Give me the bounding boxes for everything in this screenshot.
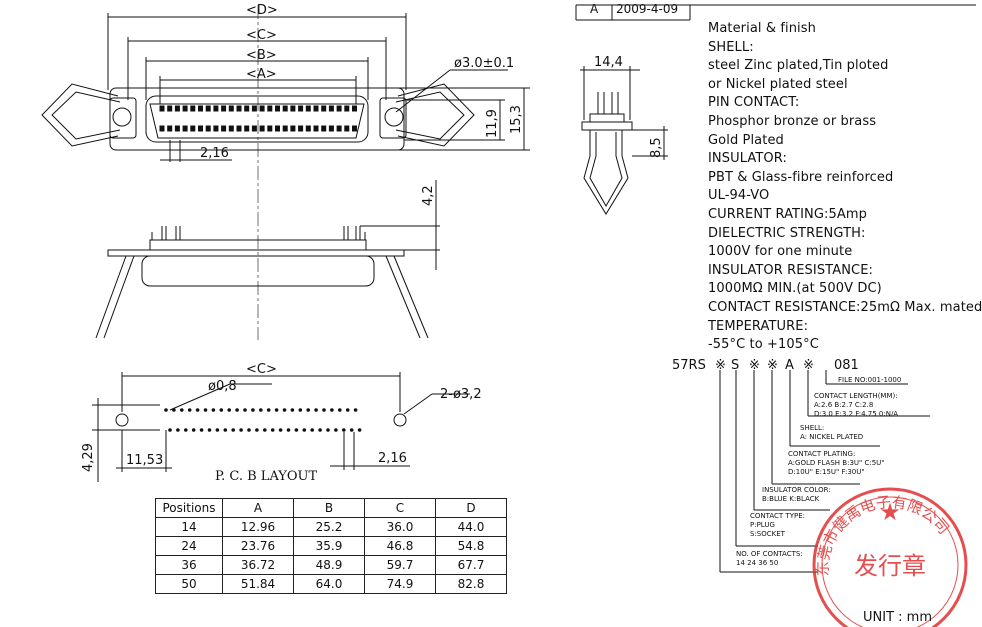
- part-code-label: D:3.0 E:3.2 F:4.75 0:N/A: [814, 410, 898, 418]
- part-code-label: A:GOLD FLASH B:3U" C:5U": [788, 459, 885, 467]
- part-code-prefix: 57RS: [672, 358, 706, 373]
- part-code-char: ※: [767, 358, 778, 373]
- part-code-label: SHELL:: [800, 424, 824, 432]
- part-code-label: 14 24 36 50: [736, 559, 778, 567]
- stamp-center-text: 发行章: [854, 552, 926, 580]
- part-code-label: A:2.6 B:2.7 C:2.8: [814, 401, 873, 409]
- dim-tail: 4,2: [421, 185, 436, 206]
- dim-height-outer: 15,3: [509, 105, 524, 134]
- table-cell: 74.9: [364, 574, 436, 594]
- dim-pcb-pin: ø0,8: [208, 379, 237, 394]
- dim-pin-length: 8,5: [649, 137, 664, 158]
- spec-line: PBT & Glass-fibre reinforced: [708, 169, 894, 185]
- spec-line: 1000MΩ MIN.(at 500V DC): [708, 281, 882, 297]
- table-cell: 46.8: [364, 536, 436, 556]
- part-code-label: A: NICKEL PLATED: [800, 433, 863, 441]
- part-code-suffix: 081: [834, 358, 859, 373]
- table-cell: 59.7: [364, 555, 436, 575]
- spec-line: PIN CONTACT:: [708, 95, 800, 111]
- spec-line: or Nickel plated steel: [708, 76, 848, 92]
- part-code-label: D:10U" E:15U" F:30U": [788, 468, 865, 476]
- company-seal: 东莞市健禹电子有限公司 发行章 ★: [812, 487, 968, 627]
- dim-side-width: 14,4: [594, 55, 623, 70]
- spec-line: CONTACT RESISTANCE:25mΩ Max. mated: [708, 299, 982, 315]
- dim-hole: ø3.0±0.1: [454, 56, 514, 71]
- table-cell: 24: [155, 536, 223, 556]
- table-cell: 54.8: [435, 536, 507, 556]
- spec-line: Phosphor bronze or brass: [708, 113, 877, 129]
- part-code-label: NO. OF CONTACTS:: [736, 550, 803, 558]
- dim-pcb-pitch: 2,16: [378, 451, 407, 466]
- spec-line: TEMPERATURE:: [708, 318, 809, 334]
- dim-pitch: 2,16: [200, 146, 229, 161]
- spec-line: -55°C to +105°C: [708, 337, 819, 353]
- revision-date: 2009-4-09: [616, 2, 679, 16]
- spec-line: Gold Plated: [708, 132, 784, 148]
- revision-letter: A: [590, 2, 599, 16]
- table-cell: 36.72: [222, 555, 294, 575]
- part-code-char: ※: [749, 358, 760, 373]
- part-code-label: INSULATOR COLOR:: [762, 486, 831, 494]
- svg-text:★: ★: [879, 498, 901, 526]
- part-code-char: S: [731, 358, 739, 373]
- part-code-label: FILE NO:001-1000: [838, 376, 901, 384]
- dim-d: <D>: [246, 3, 278, 18]
- part-code-label: CONTACT TYPE:: [750, 512, 805, 520]
- dim-pcb-row: 4,29: [81, 443, 96, 472]
- table-cell: 64.0: [293, 574, 365, 594]
- spec-line: CURRENT RATING:5Amp: [708, 206, 867, 222]
- dim-pcb-holes: 2-ø3,2: [440, 387, 482, 402]
- table-cell: 44.0: [435, 517, 507, 537]
- spec-line: INSULATOR:: [708, 151, 787, 167]
- spec-line: steel Zinc plated,Tin ploted: [708, 58, 889, 74]
- table-cell: 14: [155, 517, 223, 537]
- part-code-label: CONTACT PLATING:: [788, 450, 855, 458]
- table-cell: 50: [155, 574, 223, 594]
- pcb-layout-title: P. C. B LAYOUT: [215, 469, 318, 484]
- table-cell: C: [364, 498, 436, 518]
- dim-pcb-offset: 11,53: [126, 453, 163, 468]
- spec-line: Material & finish: [708, 21, 816, 36]
- part-code-char: A: [785, 358, 794, 373]
- dim-b: <B>: [246, 48, 277, 63]
- table-cell: 36.0: [364, 517, 436, 537]
- dim-height-inner: 11,9: [485, 109, 500, 138]
- unit-label: UNIT : mm: [863, 610, 932, 625]
- spec-line: UL-94-VO: [708, 188, 770, 204]
- table-cell: 23.76: [222, 536, 294, 556]
- table-cell: 82.8: [435, 574, 507, 594]
- table-cell: 12.96: [222, 517, 294, 537]
- part-code-label: B:BLUE K:BLACK: [762, 495, 820, 503]
- dim-c: <C>: [246, 28, 277, 43]
- table-cell: Positions: [155, 498, 223, 518]
- table-cell: 35.9: [293, 536, 365, 556]
- part-code-label: S:SOCKET: [750, 530, 786, 538]
- dim-a: <A>: [246, 67, 277, 82]
- part-code-char: ※: [715, 358, 726, 373]
- part-code-label: P:PLUG: [750, 521, 775, 529]
- table-cell: 48.9: [293, 555, 365, 575]
- table-cell: 36: [155, 555, 223, 575]
- table-cell: A: [222, 498, 294, 518]
- table-cell: 51.84: [222, 574, 294, 594]
- dim-pcb-c: <C>: [246, 362, 277, 377]
- table-cell: 25.2: [293, 517, 365, 537]
- spec-line: SHELL:: [708, 39, 754, 55]
- part-code-label: CONTACT LENGTH(MM):: [814, 392, 898, 400]
- table-cell: D: [435, 498, 507, 518]
- spec-line: DIELECTRIC STRENGTH:: [708, 225, 866, 241]
- part-code-char: ※: [803, 358, 814, 373]
- table-cell: 67.7: [435, 555, 507, 575]
- table-cell: B: [293, 498, 365, 518]
- spec-line: 1000V for one minute: [708, 244, 853, 260]
- spec-line: INSULATOR RESISTANCE:: [708, 262, 873, 278]
